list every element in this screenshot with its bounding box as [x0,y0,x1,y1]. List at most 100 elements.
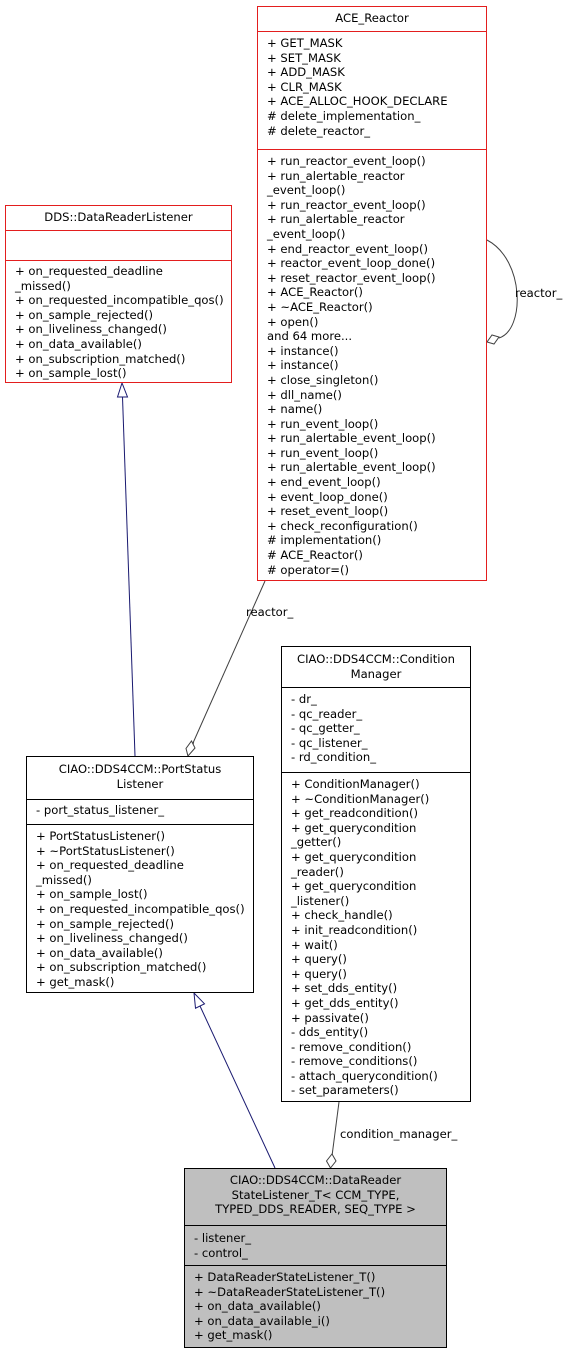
method-item: + reset_event_loop() [267,504,389,519]
class-dds-datareaderlistener[interactable]: DDS::DataReaderListener + on_requested_d… [5,205,232,383]
association-reactor-self [486,239,518,345]
method-item: + on_data_available() [194,1299,321,1314]
attribute-item: + CLR_MASK [267,79,342,94]
method-item: + run_reactor_event_loop() [267,197,426,212]
method-item: # operator=() [267,562,350,577]
method-item: + run_event_loop() [267,445,379,460]
class-title-line: ACE_Reactor [335,11,409,25]
method-item: + wait() [291,937,338,952]
method-item: + ACE_Reactor() [267,285,363,300]
class-title-line: CIAO::DDS4CCM::DataReader [229,1173,402,1187]
method-item: + on_data_available() [36,945,163,960]
method-item: + on_requested_deadline [15,264,163,278]
method-item: - remove_condition() [291,1039,412,1054]
method-item: + PortStatusListener() [36,829,166,843]
method-item: + ~ConditionManager() [291,791,430,806]
inheritance-state-to-port [193,991,276,1169]
class-title-line: TYPED_DDS_READER, SEQ_TYPE > [215,1202,416,1217]
class-title-line: StateListener_T< CCM_TYPE, [231,1187,400,1202]
method-item: + check_handle() [291,908,393,923]
method-item: - set_parameters() [291,1083,399,1098]
method-item: + get_querycondition [291,879,417,894]
method-item: + close_singleton() [267,372,379,387]
method-item: + run_alertable_reactor [267,168,405,183]
method-item: + on_sample_lost() [36,887,148,902]
attributes-section: + GET_MASK+ SET_MASK+ ADD_MASK+ CLR_MASK… [258,31,486,149]
association-reactor-to-port [185,580,266,758]
method-item: + DataReaderStateListener_T() [194,1270,376,1284]
method-item: # implementation() [267,533,382,548]
attribute-item: - qc_getter_ [291,721,360,736]
method-item: + instance() [267,343,339,358]
method-item: # ACE_Reactor() [267,548,363,563]
attributes-section: - port_status_listener_ [27,799,253,824]
edge-label-reactor-self: reactor_ [515,286,563,300]
method-item: _getter() [291,835,342,850]
method-item: _event_loop() [267,183,346,198]
method-item: + instance() [267,358,339,373]
method-item: + reactor_event_loop_done() [267,256,436,271]
method-item: + get_readcondition() [291,806,418,821]
method-item: + name() [267,402,323,417]
inheritance-port-to-dds [116,381,136,757]
attributes-section [6,230,231,260]
edge-label-condition-manager: condition_manager_ [340,1127,458,1141]
attribute-item: - qc_listener_ [291,735,368,750]
attribute-item: - port_status_listener_ [36,803,165,817]
attribute-item: # delete_reactor_ [267,123,371,138]
method-item: + end_event_loop() [267,475,381,490]
method-item: + passivate() [291,1010,369,1025]
class-title-line: CIAO::DDS4CCM::Condition [297,652,455,666]
method-item: + reset_reactor_event_loop() [267,270,436,285]
methods-section: + PortStatusListener()+ ~PortStatusListe… [27,824,253,990]
method-item: + on_requested_incompatible_qos() [15,293,224,308]
method-item: + ConditionManager() [291,777,420,791]
class-ace-reactor[interactable]: ACE_Reactor + GET_MASK+ SET_MASK+ ADD_MA… [257,6,487,581]
method-item: + open() [267,314,319,329]
class-title-line: CIAO::DDS4CCM::PortStatus [58,762,222,776]
method-item: + get_querycondition [291,820,417,835]
method-item: + on_subscription_matched() [36,960,207,975]
method-item: + run_alertable_event_loop() [267,431,436,446]
method-item: + ~ACE_Reactor() [267,299,373,314]
attributes-section: - dr_- qc_reader_- qc_getter_- qc_listen… [282,687,470,772]
method-item: + run_event_loop() [267,416,379,431]
method-item: + dll_name() [267,387,342,402]
method-item: + on_subscription_matched() [15,351,186,366]
method-item: + set_dds_entity() [291,981,398,996]
attributes-section: - listener_- control_ [185,1225,446,1265]
method-item: + get_mask() [194,1328,273,1343]
method-item: - dds_entity() [291,1025,369,1040]
method-item: + on_requested_deadline [36,858,184,873]
method-item: - attach_querycondition() [291,1068,438,1083]
method-item: + ~DataReaderStateListener_T() [194,1284,386,1299]
attribute-item: + ADD_MASK [267,65,345,80]
method-item: _listener() [291,893,350,908]
method-item: + run_reactor_event_loop() [267,154,426,168]
method-item: + on_liveliness_changed() [15,322,167,337]
method-item: + on_data_available_i() [194,1313,330,1328]
method-item: + on_sample_rejected() [36,916,175,931]
methods-section: + ConditionManager()+ ~ConditionManager(… [282,772,470,1098]
attribute-item: - rd_condition_ [291,750,376,765]
method-item: + ~PortStatusListener() [36,843,175,858]
method-item: _missed() [15,278,71,293]
attribute-item: - control_ [194,1245,248,1260]
method-item: + on_sample_rejected() [15,307,154,322]
attribute-item: - qc_reader_ [291,706,363,721]
attribute-item: + ACE_ALLOC_HOOK_DECLARE [267,94,448,109]
edge-label-reactor-to-port: reactor_ [246,605,294,619]
class-title: DDS::DataReaderListener [6,206,231,230]
method-item: + get_querycondition [291,849,417,864]
method-item: + check_reconfiguration() [267,518,418,533]
methods-section: + run_reactor_event_loop()+ run_alertabl… [258,149,486,577]
method-item: + init_readcondition() [291,922,418,937]
method-item: + on_sample_lost() [15,366,127,381]
